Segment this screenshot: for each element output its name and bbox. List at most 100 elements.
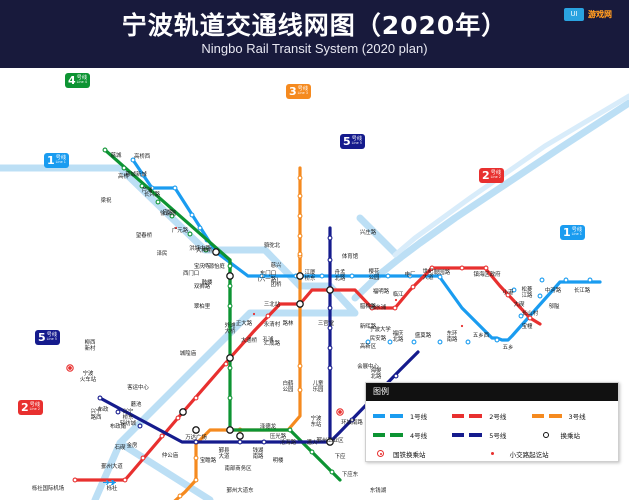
station-label: 松菱 [521, 287, 533, 293]
station-label: 泽民 [156, 251, 168, 257]
line-badge-number: 1 [563, 226, 571, 239]
legend-item-line1[interactable]: 1号线 [373, 411, 452, 421]
station-label: 东钱湖 [369, 488, 387, 494]
station-label: 鄞州工业区 [316, 438, 344, 444]
station-label: 仲公庙 [161, 453, 179, 459]
station-label: 大碶 [513, 302, 525, 308]
station-label: 石碶 [114, 445, 126, 451]
line-badge-4-north[interactable]: 4 号线 Line 4 [65, 73, 91, 88]
page-subtitle: Ningbo Rail Transit System (2020 plan) [201, 41, 428, 56]
station-label: 北路 [370, 374, 382, 380]
station-label: 兴庄路 [359, 230, 377, 236]
line-badge-cn: 号线 [490, 170, 502, 176]
station-label: 梁祝 [100, 198, 112, 204]
legend-item-rail-interchange[interactable]: 国铁换乘站 [373, 449, 471, 459]
station-label: 翠柏里 [193, 304, 211, 310]
station-label: 中河路 [544, 288, 562, 294]
station-label: 泽德龙 [259, 424, 277, 430]
station-label: 潘火 [306, 440, 318, 446]
station-label: 宁波 [310, 416, 322, 422]
line-badge-cn: 号线 [55, 155, 67, 161]
station-label: 镇海区政府 [473, 272, 501, 278]
station-label: 宝瞻路 [199, 458, 217, 464]
line-5-stations [97, 235, 399, 445]
station-label: 宁波大学 [369, 327, 391, 333]
station-label: 小港 [502, 290, 514, 296]
line-badge-3-north[interactable]: 3 号线 Line 3 [286, 84, 312, 99]
station-label: 应家 [162, 210, 174, 216]
line-badge-cn: 号线 [571, 227, 583, 233]
station-label: 大桥 [224, 329, 236, 335]
station-label: 万达广场 [185, 435, 207, 441]
station-label: 桥东 [122, 415, 134, 421]
line-badge-5-north[interactable]: 5 号线 Line 5 [340, 134, 366, 149]
line-badge-2-southwest[interactable]: 2 号线 Line 2 [18, 400, 44, 415]
station-label: 白鹤 [282, 381, 294, 387]
legend-label: 4号线 [410, 431, 428, 440]
station-label: 世纪 [422, 269, 434, 275]
line-badge-5-southwest[interactable]: 5 号线 Line 5 [35, 330, 61, 345]
line-badge-en: Line 2 [490, 175, 501, 180]
station-label: 洪塘中路 [189, 246, 211, 252]
station-label: 聪园路 [433, 270, 451, 276]
line4-color-swatch [373, 432, 403, 437]
line-badge-cn: 号线 [297, 86, 309, 92]
station-label: 北路 [392, 337, 404, 343]
line-badge-1-west[interactable]: 1 号线 Line 1 [44, 153, 70, 168]
station-label: 钱湖 [252, 448, 264, 454]
station-label: 金房 [126, 443, 138, 449]
station-label: 南路 [252, 454, 264, 460]
legend-label: 5号线 [489, 431, 507, 440]
station-label: 鄞州大道东 [226, 488, 254, 494]
station-label: 徐家漕 [160, 211, 177, 217]
station-label: 慈城 [110, 153, 122, 159]
legend-item-short-turn[interactable]: 小交路起讫站 [471, 449, 569, 459]
legend-item-interchange[interactable]: 换乘站 [532, 430, 611, 440]
map-canvas[interactable]: 高桥西高桥梁祝芦浦徐家漕望春桥泽民大闸桥西门口鼓楼东门口(六一路)江厦桥东舟孟北… [0, 68, 629, 500]
station-label: 公园 [368, 275, 380, 281]
station-label: 下应 [334, 454, 346, 460]
legend-item-line3[interactable]: 3号线 [531, 411, 611, 421]
line-badge-number: 2 [482, 169, 490, 182]
station-label: 长江路 [573, 288, 591, 294]
line-badge-2-north[interactable]: 2 号线 Line 2 [479, 168, 505, 183]
line2-color-swatch [452, 413, 483, 418]
line-badge-1-east[interactable]: 1 号线 Line 1 [560, 225, 586, 240]
station-label: 三官堂 [317, 321, 335, 327]
interchange-stations [179, 248, 334, 446]
interchange-station-icon [542, 431, 549, 438]
station-label: 桥东 [304, 276, 316, 282]
page-header: 宁波轨道交通线网图（2020年） Ningbo Rail Transit Sys… [0, 0, 629, 68]
station-label: 长山村 [521, 311, 539, 317]
legend-heading: 图例 [366, 383, 618, 401]
station-label: 环城南路 [341, 420, 363, 426]
line-badge-number: 2 [21, 401, 29, 414]
legend-item-line2[interactable]: 2号线 [452, 411, 531, 421]
legend-label: 国铁换乘站 [393, 450, 426, 459]
station-label: 西门口 [183, 271, 200, 277]
station-label: 团桥 [270, 282, 282, 288]
watermark: UI 游戏网 [564, 4, 626, 24]
line-badge-en: Line 2 [29, 407, 40, 412]
legend-body: 1号线 2号线 3号线 4号线 5号线 [366, 401, 618, 463]
page-title: 宁波轨道交通线网图（2020年） [121, 11, 508, 40]
line-badge-number: 5 [343, 135, 351, 148]
legend-item-line5[interactable]: 5号线 [452, 430, 531, 440]
line-2-stations [72, 265, 533, 483]
station-label: 民安路 [369, 336, 387, 342]
station-label: 福明路 [372, 289, 390, 295]
rail-interchange-markers [66, 364, 344, 416]
station-label: 长兴路 [143, 192, 161, 198]
station-label: 双狮路 [193, 284, 211, 290]
station-label: 舟孟 [334, 270, 346, 276]
station-label: 广源怡庭 [203, 264, 225, 270]
legend-item-line4[interactable]: 4号线 [373, 430, 452, 440]
station-label: 五乡西 [472, 333, 490, 339]
station-label: 下应东 [341, 472, 359, 478]
station-label: 高桥西 [134, 154, 151, 160]
station-label: 宁波 [82, 371, 94, 377]
station-label: 城隍庙 [179, 351, 197, 357]
station-label: 布政 [97, 407, 109, 413]
legend-label: 换乘站 [560, 431, 581, 440]
